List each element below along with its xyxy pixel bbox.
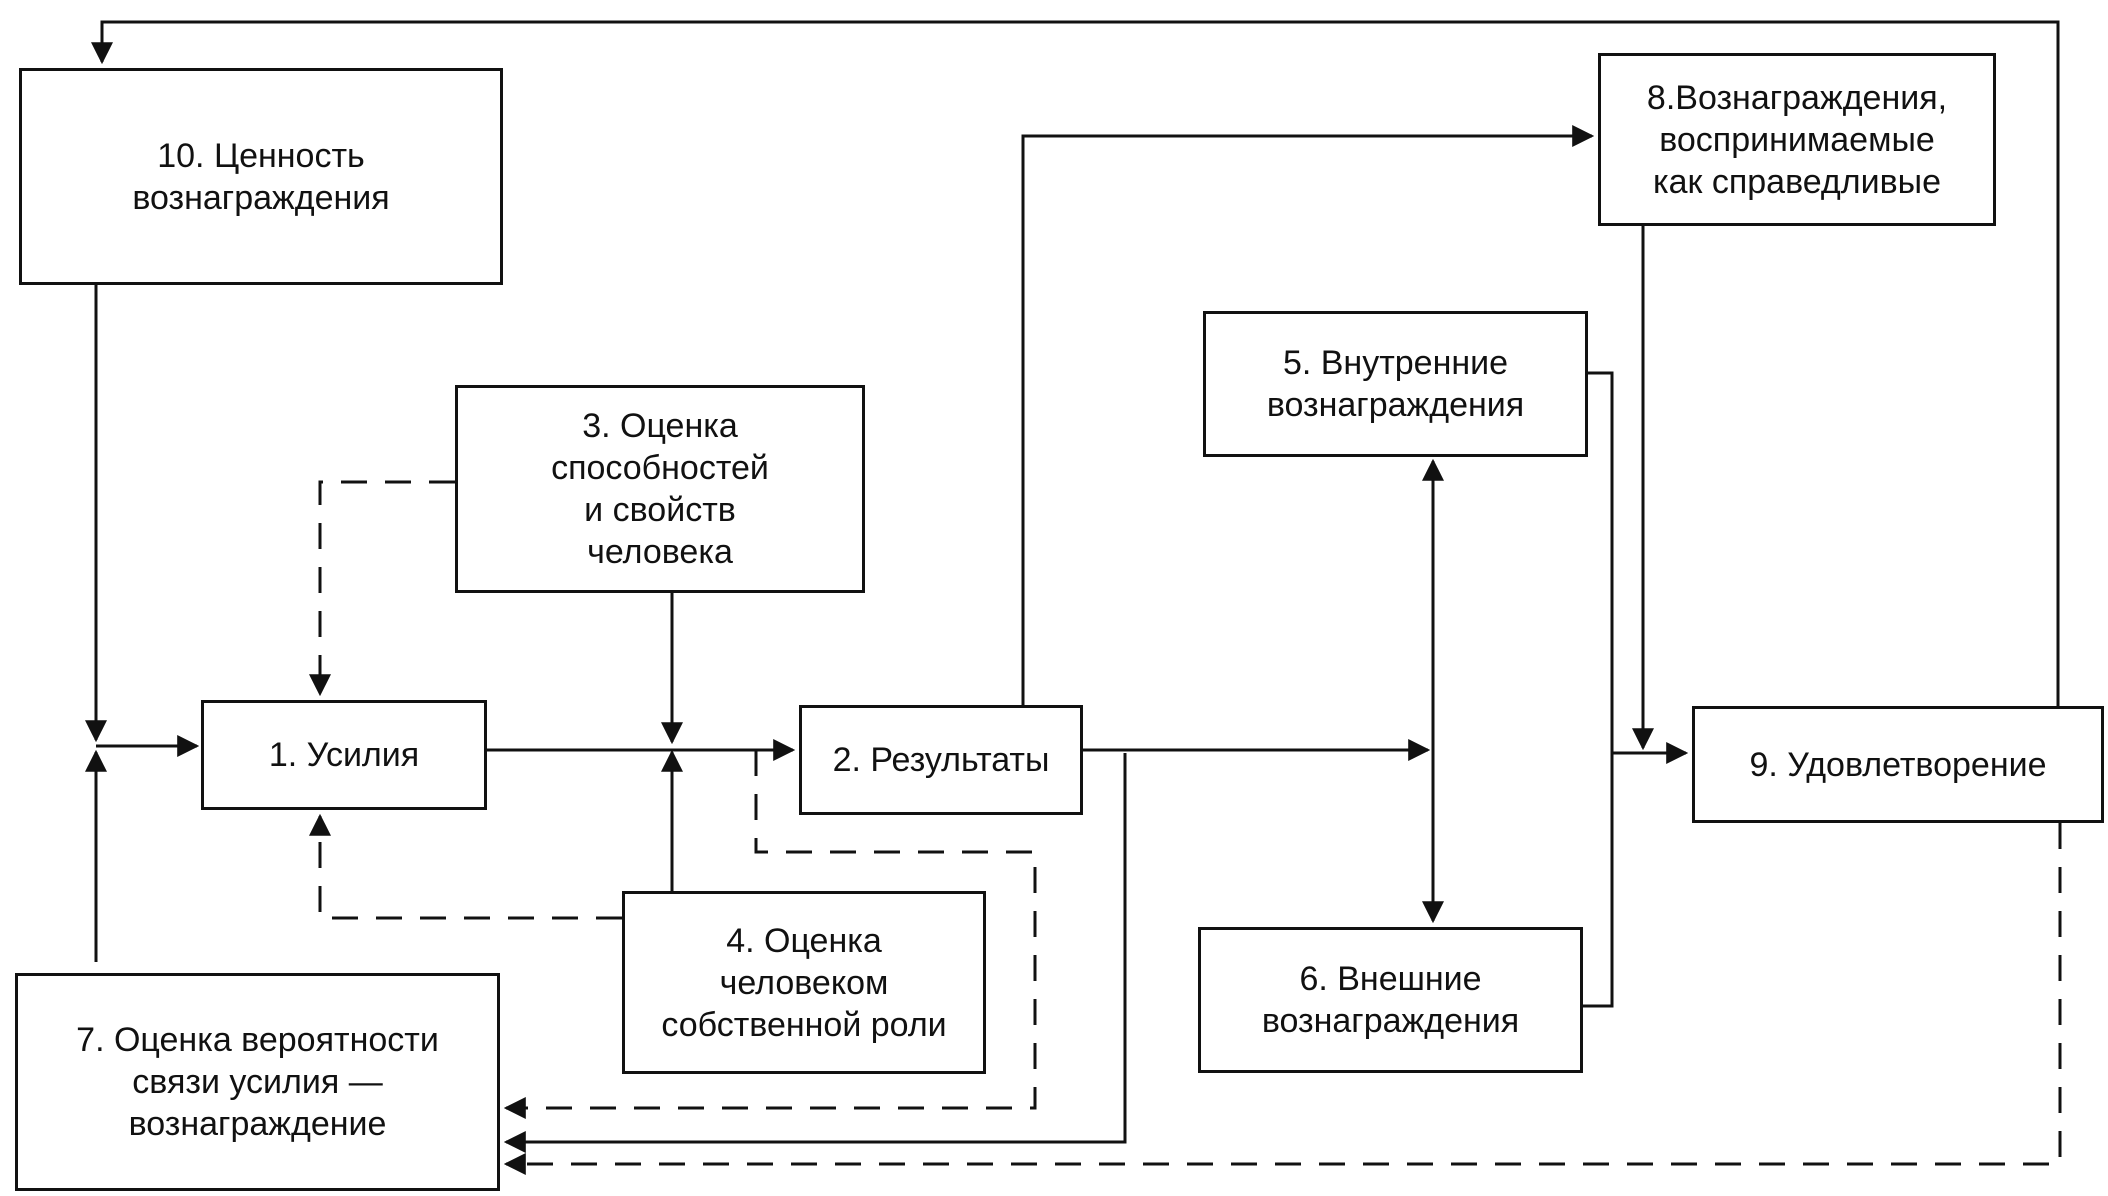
box-satisfaction: 9. Удовлетворение	[1692, 706, 2104, 823]
line-satisfaction-to-value	[91, 20, 2060, 706]
box-external-rewards: 6. Внешние вознаграждения	[1198, 927, 1583, 1073]
line-results-to-fair	[1021, 125, 1595, 705]
dash-satisfaction-to-probability	[503, 823, 2062, 1175]
box-reward-value: 10. Ценность вознаграждения	[19, 68, 503, 285]
box-role-assessment: 4. Оценка человеком собственной роли	[622, 891, 986, 1074]
box-effort: 1. Усилия	[201, 700, 487, 810]
box-effort-reward-probability: 7. Оценка вероятности связи усилия — воз…	[15, 973, 500, 1191]
dash-abilities-to-effort	[309, 480, 455, 697]
dash-role-to-effort	[309, 813, 622, 920]
box-results: 2. Результаты	[799, 705, 1083, 815]
box-internal-rewards: 5. Внутренние вознаграждения	[1203, 311, 1588, 457]
dash-results-to-probability	[503, 750, 1037, 1119]
line-internal-out	[1583, 371, 1614, 1008]
line-results-to-probability	[503, 753, 1127, 1153]
box-fair-rewards: 8.Вознаграждения, воспринимаемые как спр…	[1598, 53, 1996, 226]
box-abilities-assessment: 3. Оценка способностей и свойств человек…	[455, 385, 865, 593]
